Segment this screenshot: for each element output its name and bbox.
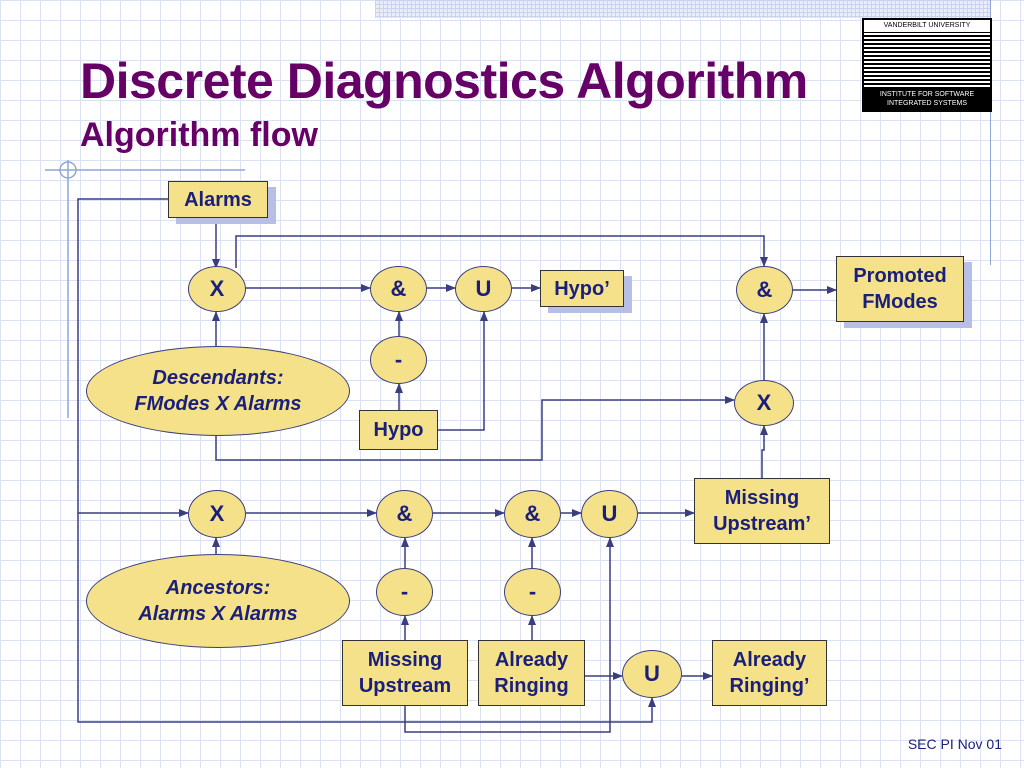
logo-bottom-text: INSTITUTE FOR SOFTWARE INTEGRATED SYSTEM… xyxy=(864,89,990,110)
ancestors-ellipse: Ancestors: Alarms X Alarms xyxy=(86,554,350,648)
already-ringing-prime-box: Already Ringing’ xyxy=(712,640,827,706)
page-subtitle: Algorithm flow xyxy=(80,116,318,154)
vanderbilt-isis-logo: VANDERBILT UNIVERSITY INSTITUTE FOR SOFT… xyxy=(862,18,992,112)
minus-node-top: - xyxy=(370,336,427,384)
missing-upstream-line1: Missing xyxy=(367,649,443,671)
promoted-label-line1: Promoted xyxy=(853,265,947,287)
ancestors-label-line1: Ancestors: xyxy=(165,577,271,599)
missing-upstream-prime-line1: Missing xyxy=(724,487,800,509)
union-node-top: U xyxy=(455,266,512,312)
union-node-bottom: U xyxy=(622,650,682,698)
minus-node-mid1: - xyxy=(376,568,433,616)
logo-top-text: VANDERBILT UNIVERSITY xyxy=(864,20,990,33)
missing-upstream-prime-line2: Upstream’ xyxy=(713,513,811,535)
descendants-label-line1: Descendants: xyxy=(152,367,284,389)
descendants-ellipse: Descendants: FModes X Alarms xyxy=(86,346,350,436)
union-node-mid: U xyxy=(581,490,638,538)
slide-footer: SEC PI Nov 01 xyxy=(907,736,1002,752)
cross-product-node-mid: X xyxy=(188,490,246,538)
missing-upstream-line2: Upstream xyxy=(358,675,452,697)
logo-bottom-line2: INTEGRATED SYSTEMS xyxy=(887,100,967,107)
page-title: Discrete Diagnostics Algorithm xyxy=(80,53,808,109)
cross-product-node-top: X xyxy=(188,266,246,312)
already-ringing-line1: Already xyxy=(494,649,569,671)
decor-vertical-line xyxy=(990,0,991,265)
alarms-box: Alarms xyxy=(168,181,268,218)
intersect-node-right: & xyxy=(736,266,793,314)
descendants-label-line2: FModes X Alarms xyxy=(134,393,302,415)
intersect-node-mid1: & xyxy=(376,490,433,538)
missing-upstream-box: Missing Upstream xyxy=(342,640,468,706)
top-decor-bar xyxy=(375,0,990,18)
promoted-fmodes-box: Promoted FModes xyxy=(836,256,964,322)
intersect-node-mid2: & xyxy=(504,490,561,538)
cross-product-node-right: X xyxy=(734,380,794,426)
already-ringing-line2: Ringing xyxy=(494,675,569,697)
promoted-label-line2: FModes xyxy=(862,291,938,313)
logo-graphic xyxy=(864,33,990,89)
missing-upstream-prime-box: Missing Upstream’ xyxy=(694,478,830,544)
already-ringing-box: Already Ringing xyxy=(478,640,585,706)
hypo-prime-box: Hypo’ xyxy=(540,270,624,307)
already-ringing-prime-line2: Ringing’ xyxy=(729,675,810,697)
logo-bottom-line1: INSTITUTE FOR SOFTWARE xyxy=(879,91,975,98)
hypo-box: Hypo xyxy=(359,410,438,450)
minus-node-mid2: - xyxy=(504,568,561,616)
intersect-node-top: & xyxy=(370,266,427,312)
ancestors-label-line2: Alarms X Alarms xyxy=(138,603,298,625)
already-ringing-prime-line1: Already xyxy=(732,649,807,671)
